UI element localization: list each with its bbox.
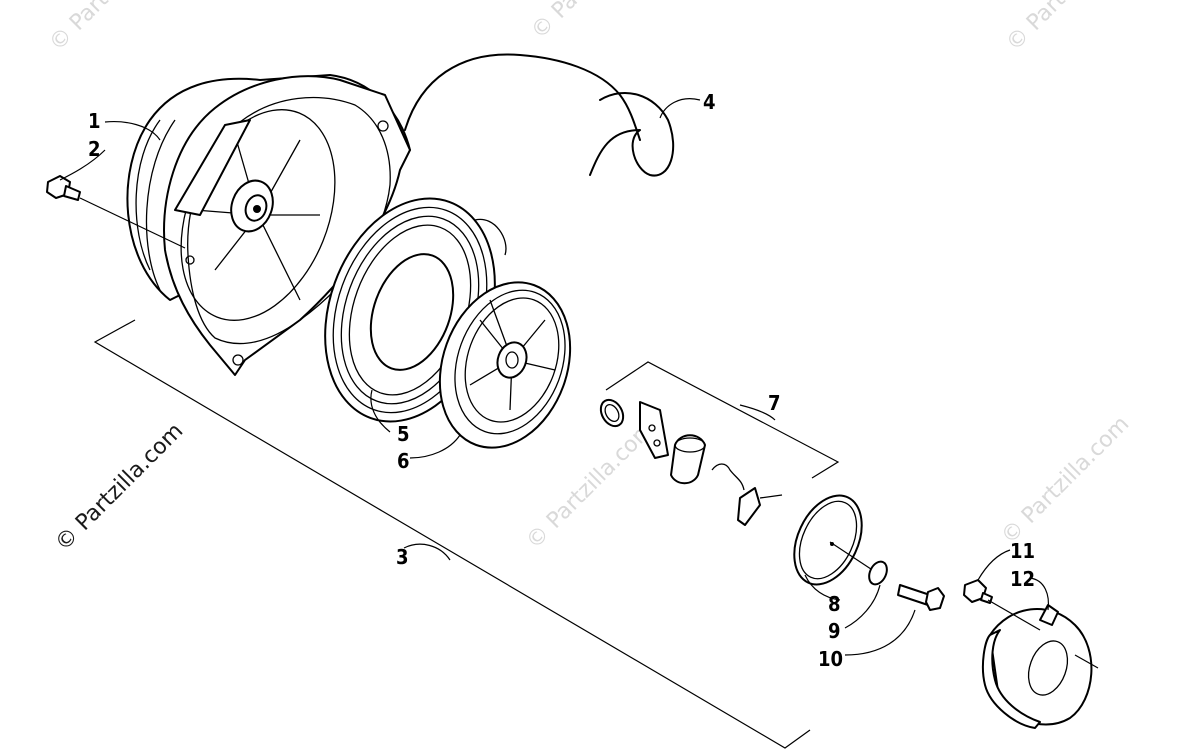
center-bolt [897,584,945,611]
callout-3: 3 [396,545,409,569]
callout-5: 5 [397,422,410,446]
housing-bolt [46,175,186,249]
partzilla-watermark: © Partzilla.com [51,419,189,557]
starter-cup [963,579,1099,729]
callout-6: 6 [397,449,410,473]
callout-7: 7 [768,391,781,415]
watermark-right: © Partzilla.com [997,412,1135,550]
watermark-top-left: © Partzilla.com [45,0,183,56]
starter-housing [126,74,411,376]
callout-4: 4 [703,90,716,114]
washer [868,560,888,586]
rope-pulley [438,281,572,449]
assembly-bracket-3 [93,319,811,749]
watermark-middle: © Partzilla.com [522,417,660,555]
callout-1: 1 [88,109,101,133]
leader-lines [59,98,1050,656]
callouts: 1 2 3 4 5 6 7 8 9 10 11 12 [88,90,1035,671]
watermark-top-right: © Partzilla.com [1002,0,1140,56]
pawl-kit [599,398,783,526]
callout-12: 12 [1010,567,1035,591]
callout-8: 8 [828,592,841,616]
callout-10: 10 [818,647,843,671]
watermark-top-center: © Partzilla.com [527,0,665,44]
assembly-bracket-7 [605,361,840,479]
callout-9: 9 [828,619,841,643]
friction-plate [793,494,881,586]
callout-2: 2 [88,137,101,161]
callout-11: 11 [1010,539,1035,563]
starter-rope [404,53,675,177]
